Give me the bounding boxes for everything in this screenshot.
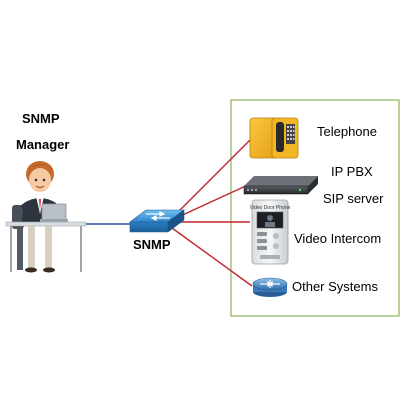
link-lines [171,139,253,287]
manager-label-line2: Manager [16,137,70,152]
svg-text:Video Door Phone: Video Door Phone [250,205,291,211]
network-switch-icon [129,209,185,233]
other-systems-label: Other Systems [292,279,378,294]
hub-label: SNMP [133,237,171,252]
ippbx-label-line1: IP PBX [331,164,373,179]
person-at-laptop-icon [5,161,87,273]
link-ippbx [175,183,251,219]
manager-label-line1: SNMP [22,111,60,126]
router-icon [252,277,288,297]
intercom-label: Video Intercom [294,231,382,246]
link-telephone [175,139,251,215]
video-intercom-icon: Video Door Phone [250,199,291,265]
industrial-telephone-icon [249,117,299,159]
telephone-label: Telephone [317,124,377,139]
link-other [171,227,253,287]
ippbx-label-line2: SIP server [323,191,384,206]
rack-server-icon [243,176,318,195]
